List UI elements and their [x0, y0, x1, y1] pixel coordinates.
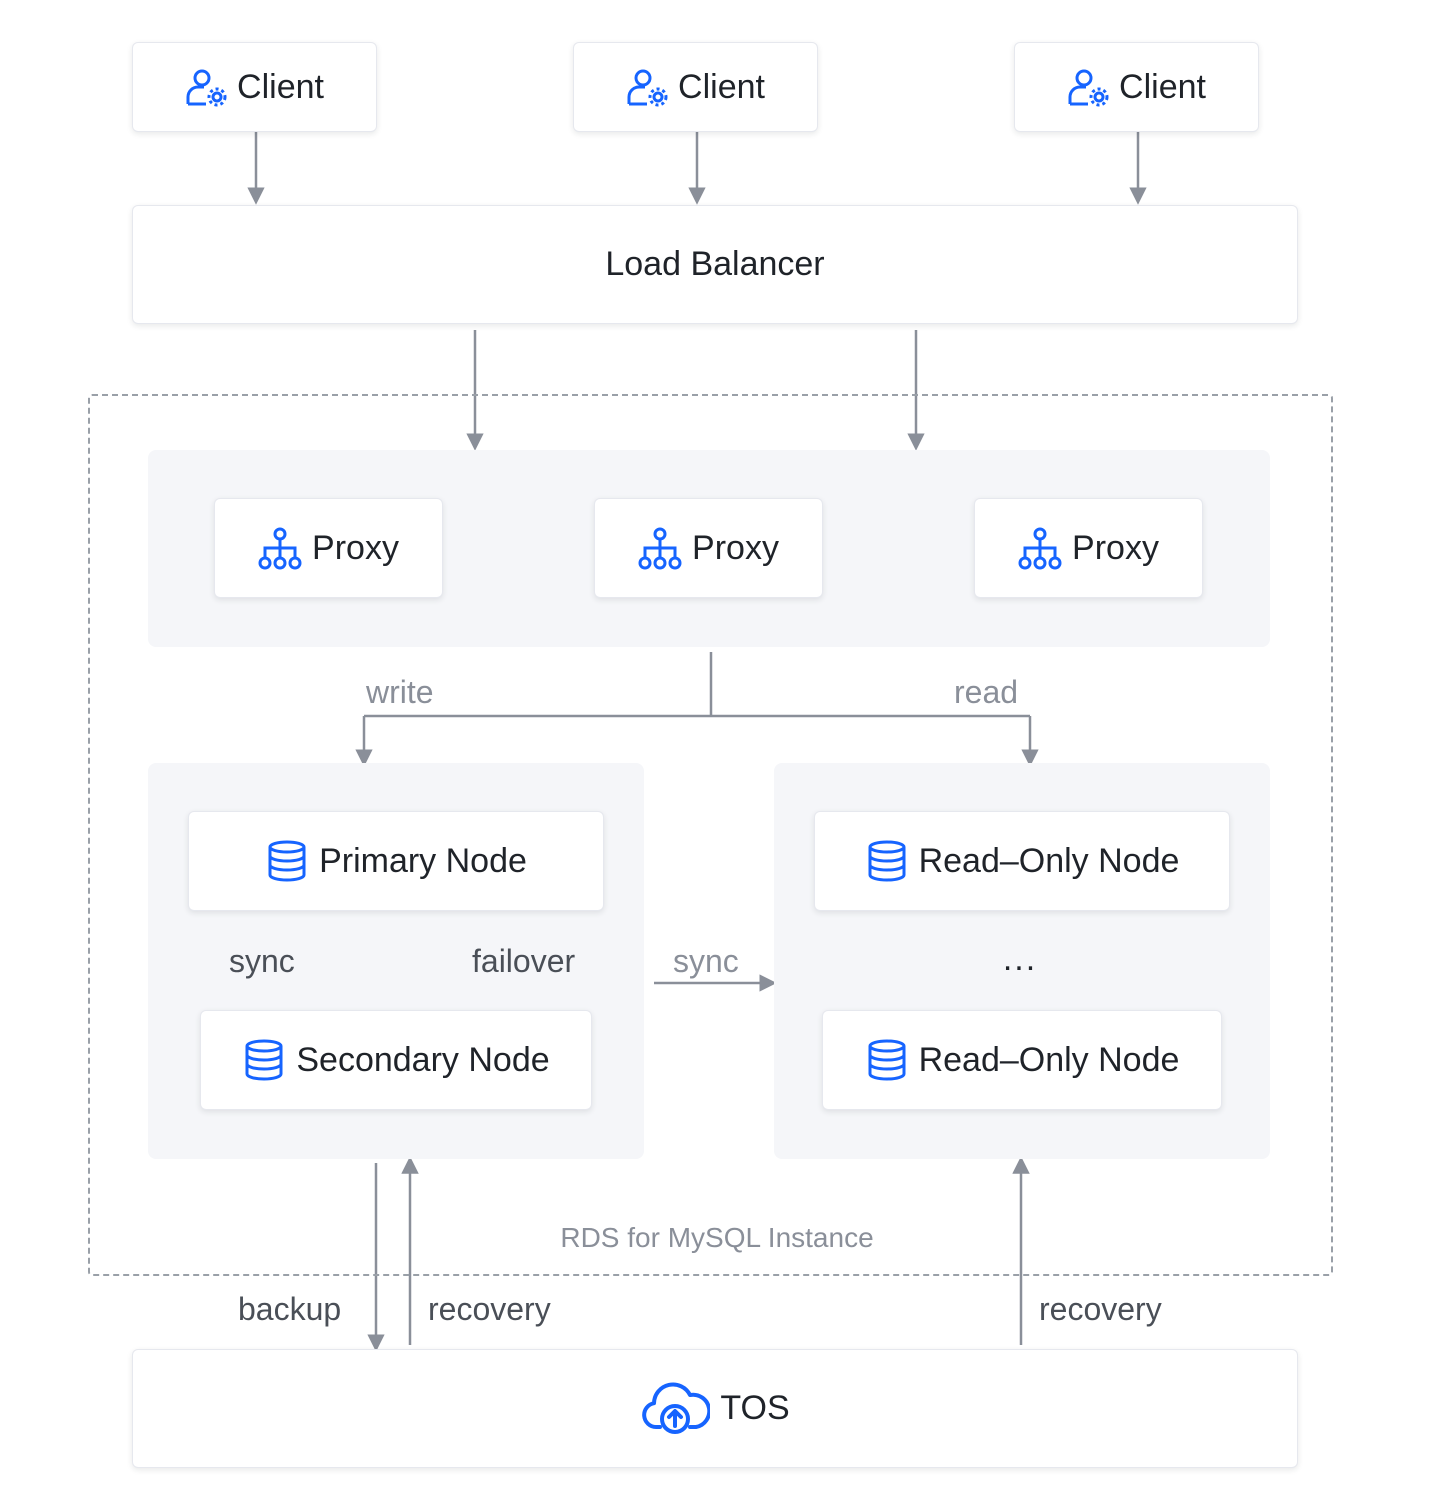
- sync-cross-label: sync: [673, 943, 739, 979]
- readonly-node-label: Read–Only Node: [918, 1040, 1180, 1079]
- client-label: Client: [678, 67, 765, 106]
- client-box-1: Client: [132, 42, 377, 132]
- readonly-node-box-2: Read–Only Node: [822, 1010, 1222, 1110]
- instance-label: RDS for MySQL Instance: [560, 1222, 874, 1253]
- failover-label: failover: [472, 943, 576, 979]
- load-balancer-box: Load Balancer: [132, 205, 1298, 324]
- proxy-box-2: Proxy: [594, 498, 823, 598]
- proxy-box-1: Proxy: [214, 498, 443, 598]
- user-gear-icon: [626, 66, 668, 108]
- client-label: Client: [1119, 67, 1206, 106]
- proxy-label: Proxy: [312, 528, 399, 567]
- read-label: read: [954, 674, 1019, 710]
- primary-node-label: Primary Node: [319, 841, 527, 880]
- backup-label: backup: [238, 1291, 342, 1327]
- network-tree-icon: [258, 526, 302, 570]
- client-label: Client: [237, 67, 324, 106]
- secondary-node-box: Secondary Node: [200, 1010, 592, 1110]
- tos-label: TOS: [720, 1389, 790, 1427]
- user-gear-icon: [185, 66, 227, 108]
- proxy-label: Proxy: [1072, 528, 1159, 567]
- readonly-ellipsis: ...: [1002, 940, 1038, 978]
- readonly-node-box-1: Read–Only Node: [814, 811, 1230, 911]
- primary-node-box: Primary Node: [188, 811, 604, 911]
- database-icon: [265, 839, 309, 883]
- recovery-right-label: recovery: [1039, 1291, 1162, 1327]
- secondary-node-label: Secondary Node: [296, 1040, 550, 1079]
- recovery-left-label: recovery: [428, 1291, 551, 1327]
- write-label: write: [366, 674, 434, 710]
- tos-box: TOS: [132, 1349, 1298, 1468]
- user-gear-icon: [1067, 66, 1109, 108]
- client-box-2: Client: [573, 42, 818, 132]
- network-tree-icon: [1018, 526, 1062, 570]
- readonly-node-label: Read–Only Node: [918, 841, 1180, 880]
- network-tree-icon: [638, 526, 682, 570]
- client-box-3: Client: [1014, 42, 1259, 132]
- proxy-label: Proxy: [692, 528, 779, 567]
- proxy-box-3: Proxy: [974, 498, 1203, 598]
- sync-internal-label: sync: [229, 943, 295, 979]
- rds-instance-frame: [88, 394, 1333, 1276]
- cloud-upload-icon: [640, 1377, 711, 1441]
- load-balancer-label: Load Balancer: [605, 245, 825, 283]
- database-icon: [865, 839, 909, 883]
- database-icon: [242, 1038, 286, 1082]
- database-icon: [865, 1038, 909, 1082]
